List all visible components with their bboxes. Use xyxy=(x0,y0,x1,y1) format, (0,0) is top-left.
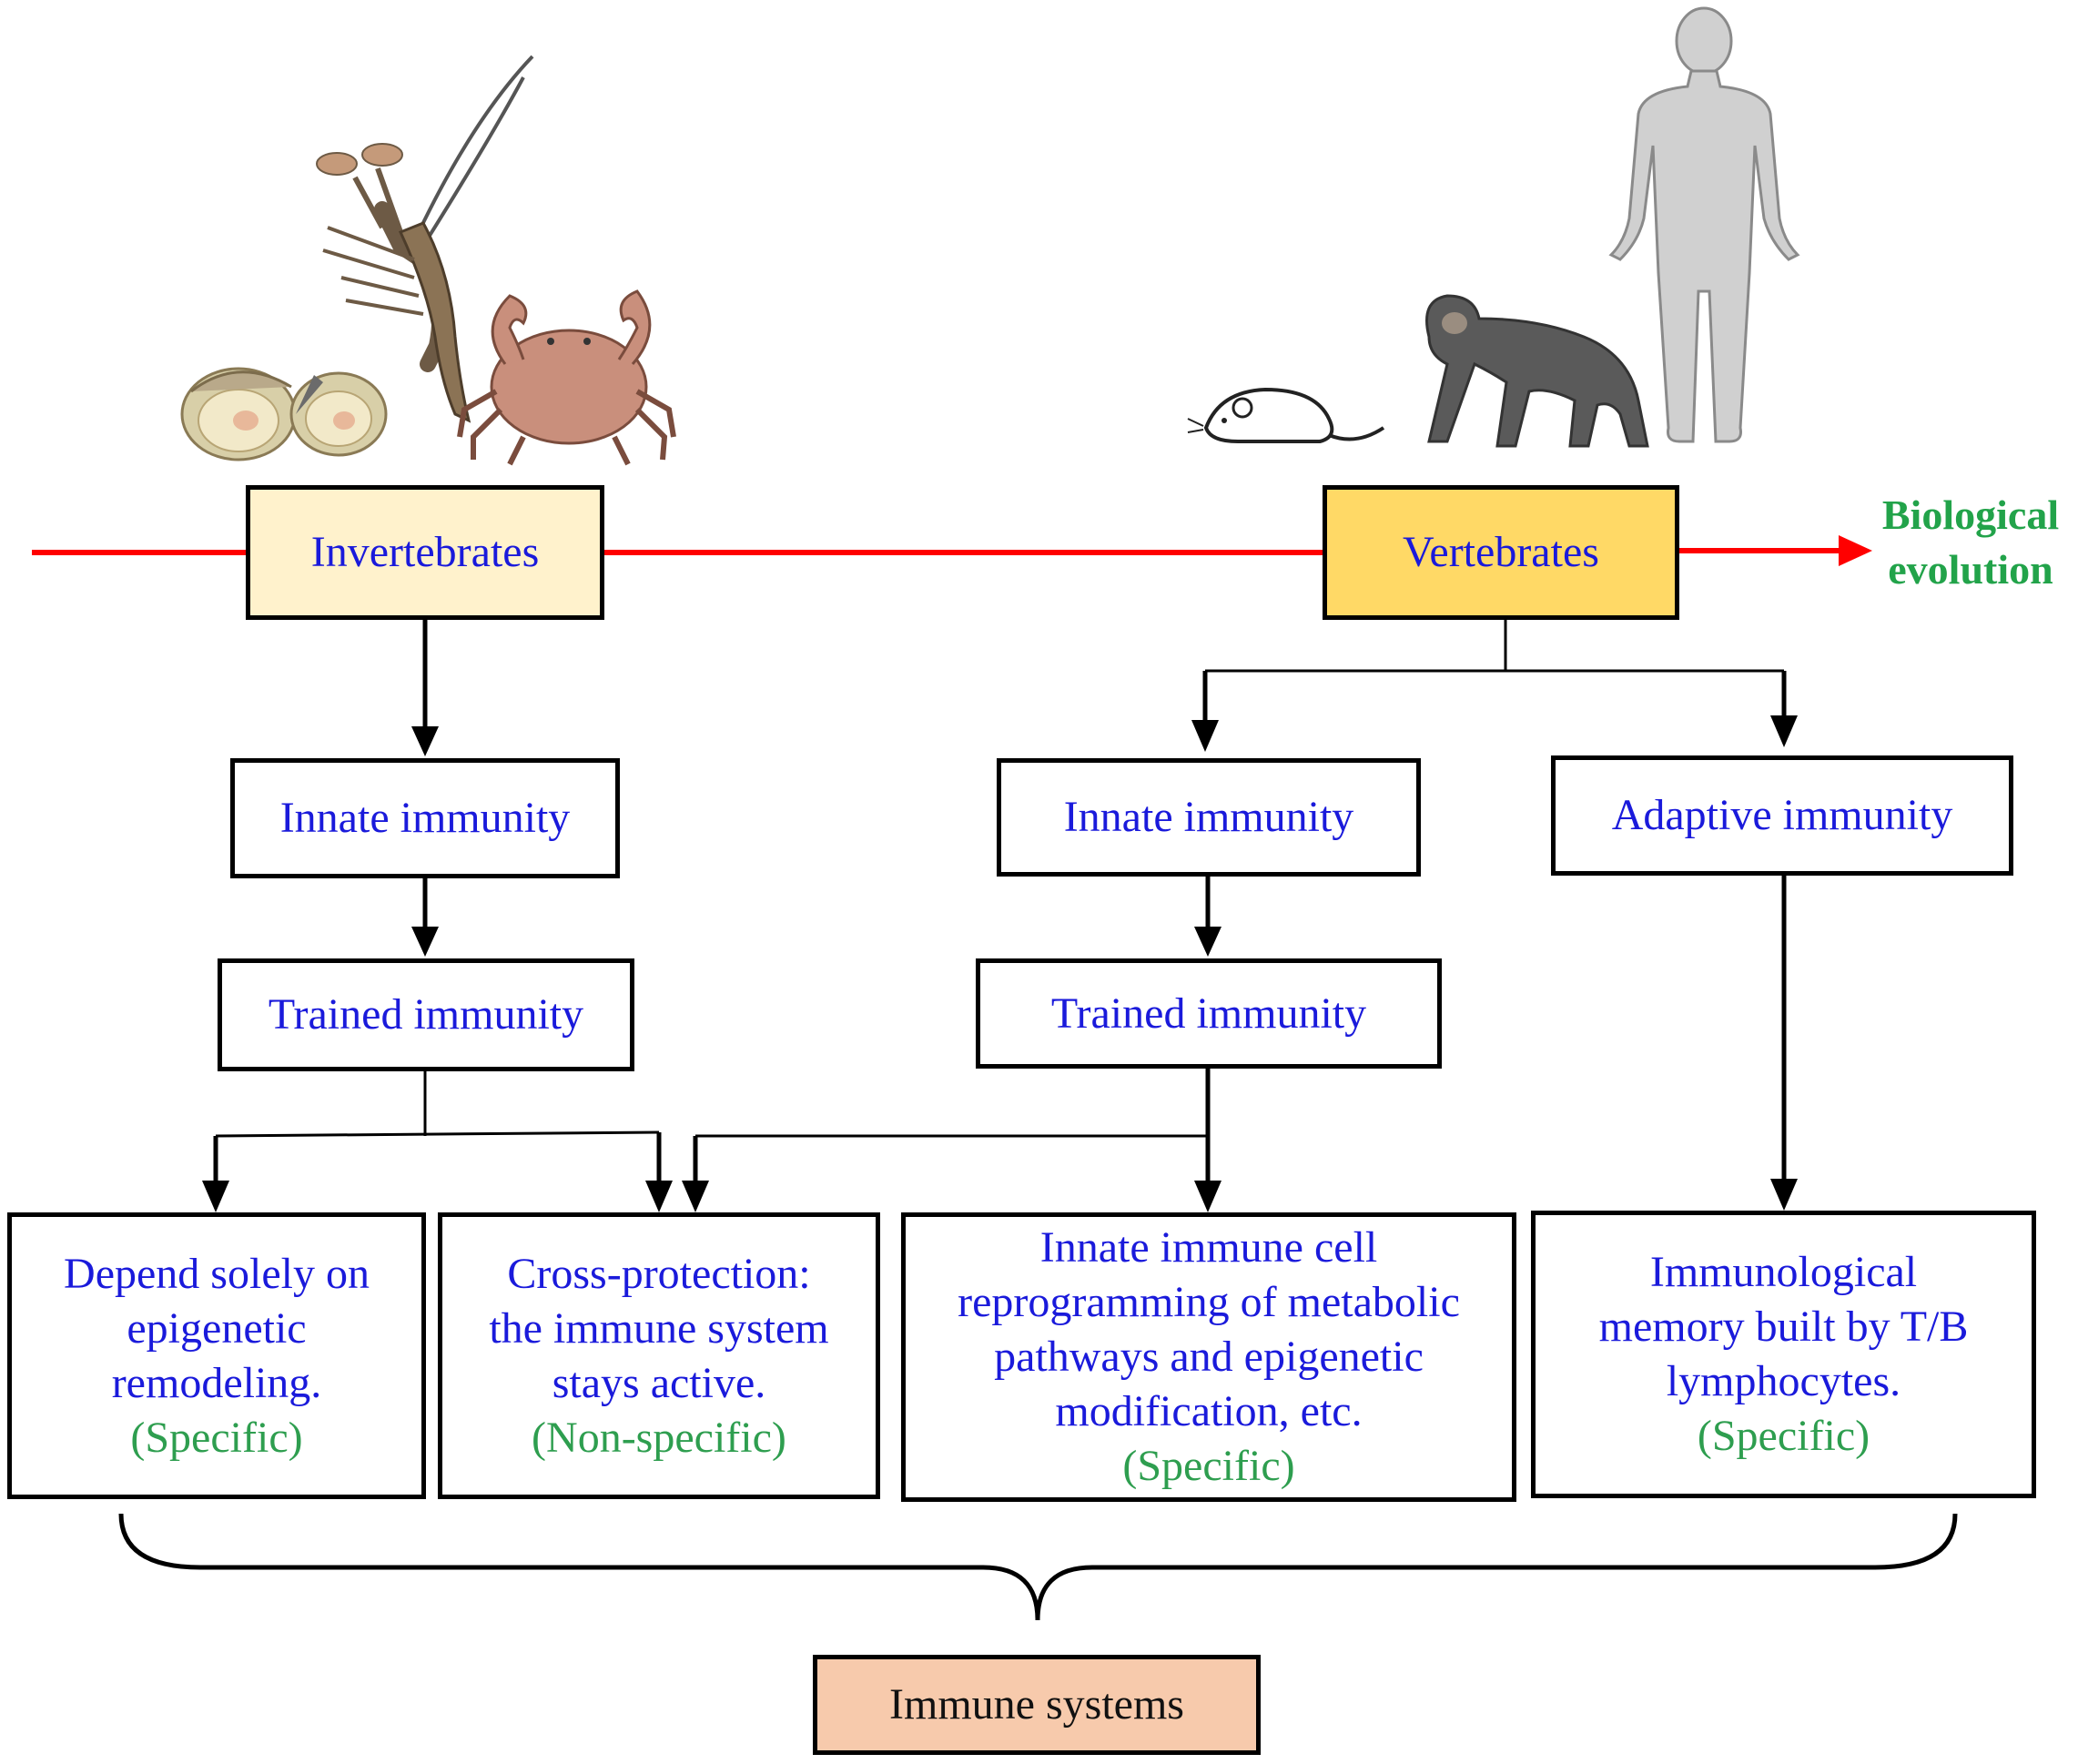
evolution-timeline xyxy=(32,535,1872,566)
crayfish-icon xyxy=(316,55,534,423)
specificity-tag: (Non-specific) xyxy=(532,1413,786,1462)
scallop-icon xyxy=(180,367,388,461)
vertebrates-box: Vertebrates xyxy=(1323,485,1679,620)
outcome-reprogramming-box: Innate immune cell reprogramming of meta… xyxy=(901,1212,1516,1502)
outcome-text: Depend solely on xyxy=(64,1249,370,1298)
immune-systems-box: Immune systems xyxy=(813,1655,1261,1755)
vertebrate-trained-immunity-box: Trained immunity xyxy=(976,958,1442,1069)
invertebrates-box: Invertebrates xyxy=(246,485,604,620)
outcome-text: stays active. xyxy=(552,1358,766,1407)
adaptive-immunity-box: Adaptive immunity xyxy=(1551,755,2013,876)
chimpanzee-icon xyxy=(1425,294,1649,448)
outcome-text: Immunological xyxy=(1649,1248,1918,1296)
outcome-text: the immune system xyxy=(489,1303,829,1353)
crab-icon xyxy=(457,289,676,466)
connectors xyxy=(202,620,1798,1212)
specificity-tag: (Specific) xyxy=(1697,1412,1870,1460)
outcome-text: reprogramming of metabolic xyxy=(958,1278,1460,1326)
vertebrate-innate-immunity-box: Innate immunity xyxy=(997,758,1421,877)
outcome-memory-box: Immunological memory built by T/B lympho… xyxy=(1531,1211,2036,1498)
outcome-text: modification, etc. xyxy=(1055,1387,1363,1435)
curly-brace xyxy=(118,1513,1958,1621)
evolution-label: Biological evolution xyxy=(1881,492,2060,593)
outcome-text: Cross-protection: xyxy=(507,1249,811,1298)
invertebrate-innate-immunity-box: Innate immunity xyxy=(230,758,620,878)
specificity-tag: (Specific) xyxy=(130,1413,303,1462)
outcome-text: pathways and epigenetic xyxy=(994,1333,1424,1381)
outcome-epigenetic-box: Depend solely on epigenetic remodeling. … xyxy=(7,1212,426,1499)
specificity-tag: (Specific) xyxy=(1122,1442,1295,1490)
outcome-text: lymphocytes. xyxy=(1666,1357,1901,1405)
outcome-cross-protection-box: Cross-protection: the immune system stay… xyxy=(438,1212,880,1499)
outcome-text: remodeling. xyxy=(111,1358,322,1407)
outcome-text: Innate immune cell xyxy=(1039,1223,1378,1272)
invertebrate-trained-immunity-box: Trained immunity xyxy=(218,958,634,1071)
mouse-icon xyxy=(1187,387,1385,443)
human-icon xyxy=(1608,6,1800,443)
outcome-text: memory built by T/B xyxy=(1598,1303,1969,1351)
outcome-text: epigenetic xyxy=(127,1303,307,1353)
